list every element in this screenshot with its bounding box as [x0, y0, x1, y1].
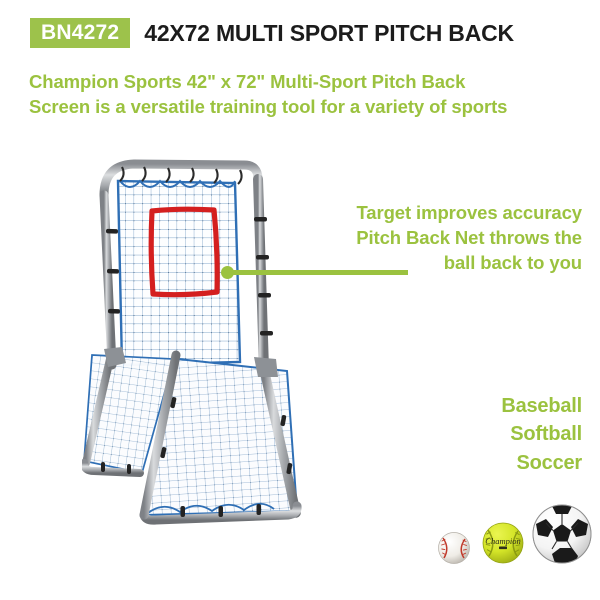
sport-item-softball: Softball [510, 423, 582, 446]
soccer-ball-icon [530, 502, 594, 566]
callout-leader-line [226, 270, 408, 275]
sku-badge: BN4272 [30, 18, 131, 48]
callout-line-3: ball back to you [443, 252, 582, 274]
ball-icons: Champion [430, 498, 592, 570]
baseball-icon [436, 530, 472, 566]
upright-net-panel [116, 179, 242, 367]
callout-line-2: Pitch Back Net throws the [356, 227, 582, 249]
net-hooks [119, 166, 243, 185]
red-target-square [148, 206, 220, 298]
callout-line-1: Target improves accuracy [356, 202, 582, 223]
side-clips [101, 217, 293, 517]
sports-list: Baseball Softball Soccer [342, 392, 582, 477]
description-line-1: Champion Sports 42" x 72" Multi-Sport Pi… [29, 71, 466, 92]
frame-base-legs [82, 347, 302, 525]
callout-leader-dot [221, 266, 234, 279]
product-image [82, 143, 332, 528]
product-description: Champion Sports 42" x 72" Multi-Sport Pi… [29, 70, 579, 119]
description-line-2: Screen is a versatile training tool for … [29, 95, 508, 117]
feature-callout: Target improves accuracy Pitch Back Net … [282, 200, 582, 275]
sport-item-baseball: Baseball [501, 395, 582, 417]
sport-item-soccer: Soccer [516, 451, 582, 474]
softball-icon: Champion [480, 520, 526, 566]
header: BN4272 42X72 MULTI SPORT PITCH BACK [30, 18, 514, 48]
softball-brand-text: Champion [485, 536, 520, 546]
page-title: 42X72 MULTI SPORT PITCH BACK [144, 19, 514, 46]
